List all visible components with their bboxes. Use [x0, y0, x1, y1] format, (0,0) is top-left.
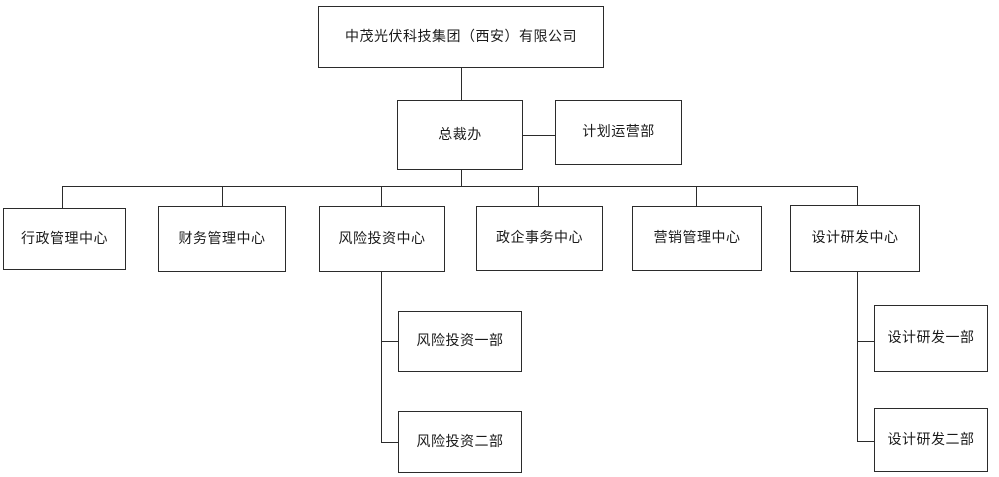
node-government-enterprise-center[interactable]: 政企事务中心: [476, 206, 603, 271]
connector-centers-bus: [62, 186, 858, 187]
connector-venture-spine: [381, 271, 382, 443]
connector-venture-spine-to-dept-2: [381, 442, 399, 443]
node-finance-center[interactable]: 财务管理中心: [158, 206, 286, 272]
connector-design-spine: [857, 271, 858, 442]
node-design-dept-2[interactable]: 设计研发二部: [874, 408, 988, 472]
connector-venture-spine-to-dept-1: [381, 341, 399, 342]
connector-design-spine-to-dept-1: [857, 341, 875, 342]
connector-bus-to-administration-center: [62, 186, 63, 208]
node-planning-operations[interactable]: 计划运营部: [555, 100, 682, 165]
node-venture-investment-center-label: 风险投资中心: [338, 230, 426, 247]
connector-bus-to-design-rnd-center: [857, 186, 858, 208]
node-venture-dept-1[interactable]: 风险投资一部: [398, 311, 522, 372]
node-finance-center-label: 财务管理中心: [178, 230, 266, 247]
node-administration-center[interactable]: 行政管理中心: [3, 208, 126, 270]
node-design-rnd-center[interactable]: 设计研发中心: [790, 205, 920, 272]
node-design-rnd-center-label: 设计研发中心: [811, 230, 899, 247]
connector-bus-to-marketing-center: [696, 186, 697, 208]
node-administration-center-label: 行政管理中心: [21, 230, 108, 247]
node-design-dept-2-label: 设计研发二部: [887, 431, 975, 448]
connector-bus-to-government-enterprise-center: [538, 186, 539, 208]
node-venture-dept-1-label: 风险投资一部: [416, 333, 504, 350]
node-government-enterprise-center-label: 政企事务中心: [496, 230, 583, 247]
connector-company-to-presidents-office: [461, 68, 462, 100]
node-venture-dept-2[interactable]: 风险投资二部: [398, 411, 522, 473]
node-presidents-office-label: 总裁办: [438, 126, 482, 143]
node-marketing-center[interactable]: 营销管理中心: [632, 206, 762, 271]
node-company-label: 中茂光伏科技集团（西安）有限公司: [345, 28, 577, 45]
node-marketing-center-label: 营销管理中心: [653, 230, 741, 247]
node-venture-investment-center[interactable]: 风险投资中心: [319, 206, 445, 272]
connector-presidents-office-to-bus: [461, 170, 462, 187]
node-venture-dept-2-label: 风险投资二部: [416, 433, 504, 450]
connector-design-spine-to-dept-2: [857, 441, 875, 442]
node-planning-operations-label: 计划运营部: [582, 124, 655, 141]
node-company[interactable]: 中茂光伏科技集团（西安）有限公司: [318, 6, 604, 68]
node-design-dept-1[interactable]: 设计研发一部: [874, 305, 988, 372]
connector-presidents-office-to-planning: [523, 135, 555, 136]
node-presidents-office[interactable]: 总裁办: [397, 100, 523, 170]
node-design-dept-1-label: 设计研发一部: [887, 330, 975, 347]
connector-bus-to-finance-center: [222, 186, 223, 208]
connector-bus-to-venture-investment-center: [381, 186, 382, 208]
